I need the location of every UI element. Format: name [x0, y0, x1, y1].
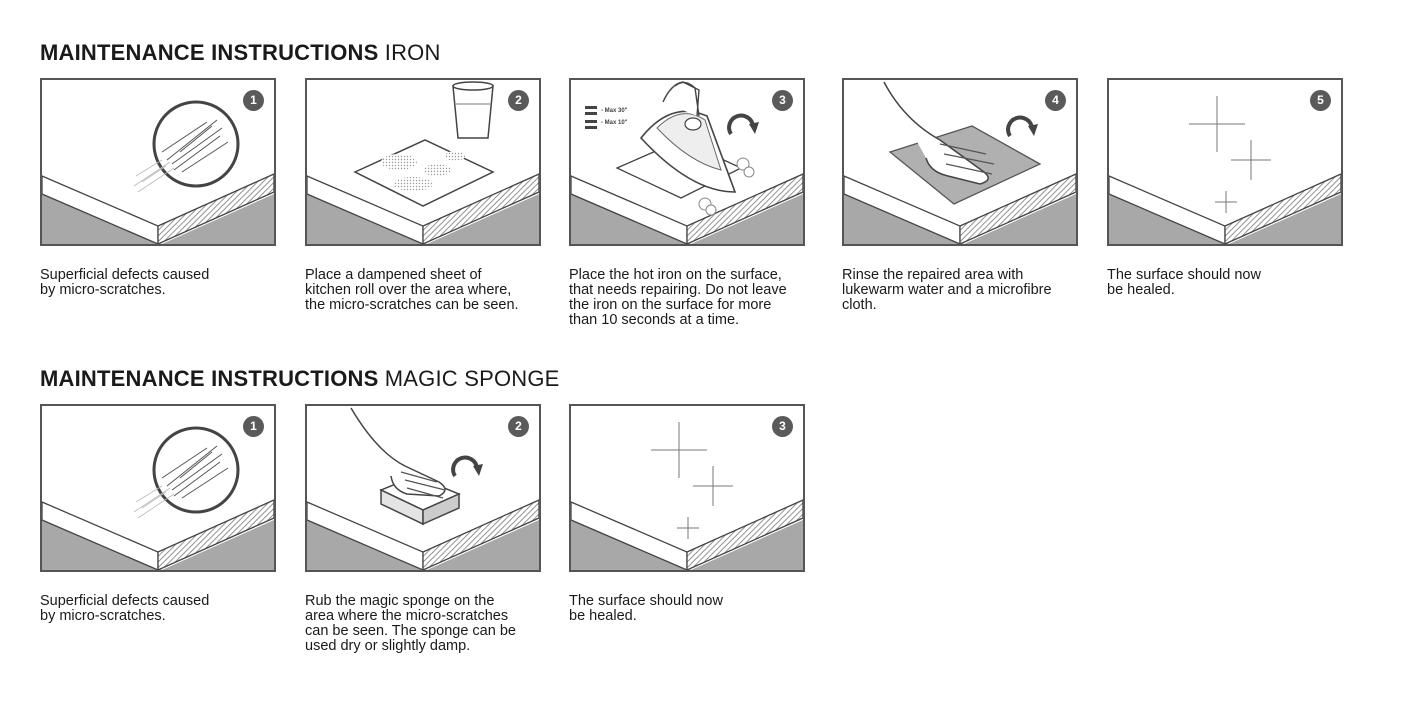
hand-icon	[674, 81, 700, 117]
iron-step-5-caption: The surface should now be healed.	[1107, 267, 1261, 298]
sparkle-icon	[571, 421, 803, 570]
scratch-magnifier-icon	[42, 100, 274, 244]
iron-step-4-illustration: 4	[842, 78, 1078, 246]
iron-title-bold: MAINTENANCE INSTRUCTIONS	[40, 40, 379, 65]
sponge-steps: 1 Superficial defects caused by micro-sc…	[40, 394, 1360, 654]
sponge-step-2-caption: Rub the magic sponge on the area where t…	[305, 593, 516, 654]
hand-icon	[350, 407, 446, 499]
sponge-step-1: 1 Superficial defects caused by micro-sc…	[40, 404, 276, 624]
iron-time-label-2: - Max 10"	[601, 120, 628, 126]
iron-step-2-illustration: 2	[305, 78, 541, 246]
step-number-badge: 3	[772, 416, 793, 437]
sponge-step-3-illustration: 3	[569, 404, 805, 572]
sparkle-icon	[1109, 95, 1341, 244]
sponge-section: MAINTENANCE INSTRUCTIONS MAGIC SPONGE 1 …	[40, 364, 1360, 654]
sponge-section-title: MAINTENANCE INSTRUCTIONS MAGIC SPONGE	[40, 364, 1360, 394]
iron-section-title: MAINTENANCE INSTRUCTIONS IRON	[40, 38, 1360, 68]
step-number-badge: 3	[772, 90, 793, 111]
water-glass-icon	[452, 81, 494, 139]
sponge-step-1-illustration: 1	[40, 404, 276, 572]
iron-step-1: 1 Superficial defects caused by micro-sc…	[40, 78, 276, 298]
iron-section: MAINTENANCE INSTRUCTIONS IRON 1 Superfic…	[40, 38, 1360, 328]
sponge-title-bold: MAINTENANCE INSTRUCTIONS	[40, 366, 379, 391]
iron-step-4-caption: Rinse the repaired area with lukewarm wa…	[842, 267, 1052, 313]
iron-step-5: 5 The surface should now be healed.	[1107, 78, 1343, 298]
step-number-badge: 4	[1045, 90, 1066, 111]
iron-step-1-caption: Superficial defects caused by micro-scra…	[40, 267, 210, 298]
sponge-step-2-illustration: 2	[305, 404, 541, 572]
sponge-step-2: 2 Rub the magic sponge on the area where…	[305, 404, 541, 654]
hand-icon	[883, 81, 995, 185]
iron-step-2-caption: Place a dampened sheet of kitchen roll o…	[305, 267, 519, 313]
iron-steps: 1 Superficial defects caused by micro-sc…	[40, 68, 1360, 328]
time-label-icon	[585, 106, 597, 129]
rotate-arrow-icon	[1006, 115, 1040, 138]
sponge-step-1-caption: Superficial defects caused by micro-scra…	[40, 593, 210, 624]
iron-step-3-illustration: - Max 30" - Max 10" 3	[569, 78, 805, 246]
sponge-step-3-caption: The surface should now be healed.	[569, 593, 723, 624]
step-number-badge: 1	[243, 90, 264, 111]
iron-step-5-illustration: 5	[1107, 78, 1343, 246]
scratch-magnifier-icon	[42, 426, 274, 570]
sponge-title-rest: MAGIC SPONGE	[384, 366, 560, 391]
iron-step-1-illustration: 1	[40, 78, 276, 246]
rotate-arrow-icon	[451, 455, 485, 478]
iron-step-2: 2 Place a dampened sheet of kitchen roll…	[305, 78, 541, 313]
iron-time-label-1: - Max 30"	[601, 108, 628, 114]
step-number-badge: 2	[508, 416, 529, 437]
iron-icon	[639, 81, 737, 193]
rotate-arrow-icon	[727, 113, 761, 136]
step-number-badge: 2	[508, 90, 529, 111]
iron-step-3-caption: Place the hot iron on the surface, that …	[569, 267, 787, 328]
iron-step-3: - Max 30" - Max 10" 3 Place the hot iron…	[569, 78, 805, 328]
iron-title-rest: IRON	[384, 40, 441, 65]
step-number-badge: 5	[1310, 90, 1331, 111]
iron-step-4: 4 Rinse the repaired area with lukewarm …	[842, 78, 1078, 313]
sponge-step-3: 3 The surface should now be healed.	[569, 404, 805, 624]
step-number-badge: 1	[243, 416, 264, 437]
